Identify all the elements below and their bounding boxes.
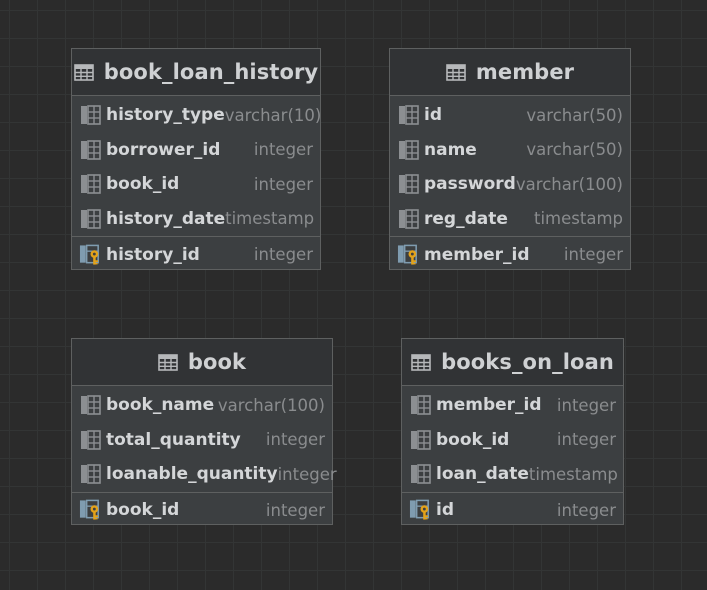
column-type: timestamp	[528, 464, 618, 484]
table-title: book_loan_history	[103, 60, 319, 84]
table-header[interactable]: book_loan_history	[72, 49, 320, 96]
column-name: book_id	[436, 429, 510, 450]
primary-key-column-icon	[409, 499, 432, 521]
table-member[interactable]: member id varchar(50) name varchar(50) pas…	[389, 48, 631, 270]
column-icon	[397, 139, 420, 161]
column-type: integer	[556, 395, 616, 415]
primary-key-row[interactable]: book_id integer	[72, 491, 332, 528]
column-name: book_id	[106, 500, 180, 520]
column-name: total_quantity	[106, 429, 241, 450]
column-name: name	[424, 139, 477, 160]
column-name: loanable_quantity	[106, 464, 278, 485]
table-icon	[411, 353, 431, 371]
column-row[interactable]: reg_date timestamp	[390, 202, 630, 237]
column-type: timestamp	[533, 209, 623, 229]
column-type: varchar(50)	[526, 140, 623, 160]
column-row[interactable]: book_id integer	[402, 423, 623, 458]
primary-key-column-icon	[397, 244, 420, 266]
column-name: member_id	[436, 395, 542, 416]
column-icon	[79, 463, 102, 485]
column-icon	[409, 463, 432, 485]
column-type: integer	[253, 140, 313, 160]
column-name: reg_date	[424, 208, 508, 229]
primary-key-column-icon	[79, 499, 102, 521]
column-row[interactable]: book_id integer	[72, 167, 320, 202]
column-type: integer	[253, 174, 313, 194]
column-icon	[409, 429, 432, 451]
table-header[interactable]: member	[390, 49, 630, 96]
column-type: integer	[556, 500, 616, 520]
column-type: integer	[265, 500, 325, 520]
column-row[interactable]: borrower_id integer	[72, 133, 320, 168]
table-title: books_on_loan	[441, 350, 614, 374]
column-icon	[79, 208, 102, 230]
column-name: history_date	[106, 208, 226, 229]
column-icon	[397, 208, 420, 230]
column-type: integer	[563, 245, 623, 264]
column-icon	[79, 104, 102, 126]
column-name: book_id	[106, 174, 180, 195]
column-type: integer	[265, 430, 325, 450]
column-type: integer	[253, 245, 313, 264]
column-row[interactable]: total_quantity integer	[72, 423, 332, 458]
column-name: book_name	[106, 395, 215, 416]
primary-key-row[interactable]: id integer	[402, 491, 623, 528]
column-icon	[79, 173, 102, 195]
column-row[interactable]: member_id integer	[402, 388, 623, 423]
column-type: integer	[277, 464, 337, 484]
column-name: history_type	[106, 105, 225, 126]
column-name: id	[436, 500, 454, 520]
column-row[interactable]: name varchar(50)	[390, 133, 630, 168]
table-title: member	[475, 60, 575, 84]
column-type: timestamp	[225, 209, 315, 229]
primary-key-row[interactable]: member_id integer	[390, 236, 630, 272]
table-icon	[73, 63, 94, 81]
column-icon	[409, 394, 432, 416]
column-name: borrower_id	[106, 139, 221, 160]
column-type: varchar(100)	[515, 174, 623, 194]
primary-key-column-icon	[79, 244, 102, 266]
column-icon	[79, 394, 102, 416]
column-name: history_id	[106, 244, 200, 265]
column-icon	[79, 429, 102, 451]
column-icon	[79, 139, 102, 161]
primary-key-row[interactable]: history_id integer	[72, 236, 320, 272]
column-name: id	[424, 105, 442, 126]
column-type: integer	[556, 430, 616, 450]
column-type: varchar(10)	[224, 105, 322, 125]
table-icon	[446, 63, 466, 81]
table-header[interactable]: books_on_loan	[402, 339, 623, 386]
column-icon	[397, 173, 420, 195]
column-icon	[397, 104, 420, 126]
column-row[interactable]: id varchar(50)	[390, 98, 630, 133]
column-name: member_id	[424, 244, 530, 265]
column-type: varchar(100)	[217, 395, 325, 415]
table-title: book	[187, 350, 247, 374]
column-name: password	[424, 174, 516, 195]
column-name: loan_date	[436, 464, 529, 485]
column-type: varchar(50)	[526, 105, 623, 125]
table-header[interactable]: book	[72, 339, 332, 386]
table-icon	[158, 353, 178, 371]
